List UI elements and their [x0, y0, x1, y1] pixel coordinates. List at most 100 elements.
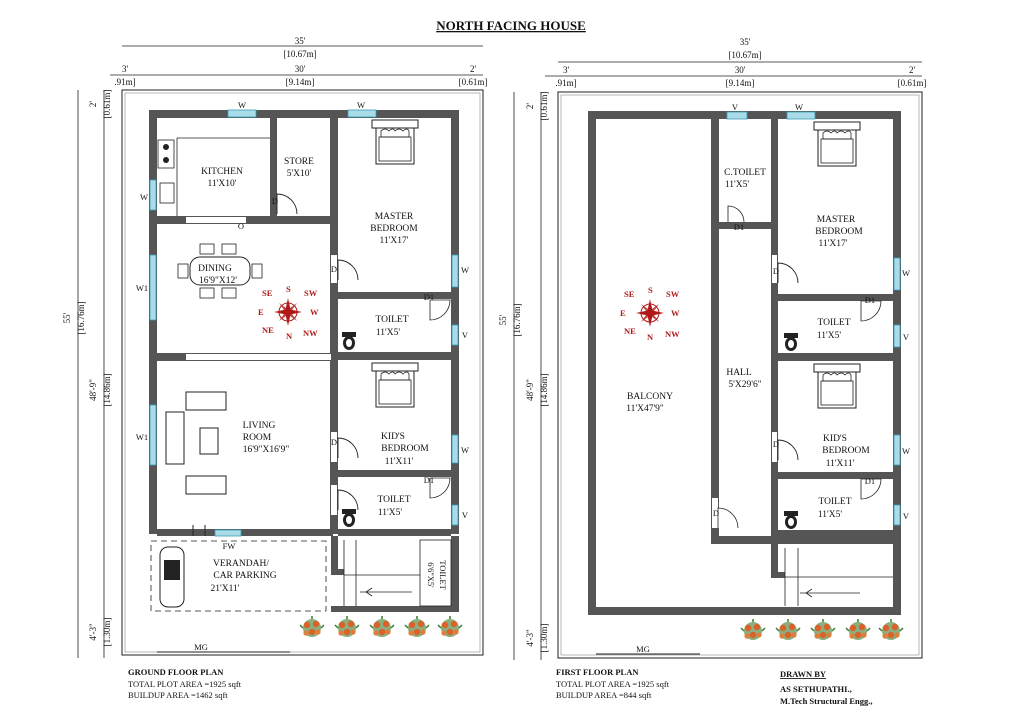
dim-inner-width-m: [9.14m] — [726, 78, 755, 88]
plant-icon — [404, 615, 430, 638]
window-marker: V — [462, 330, 469, 340]
kids-bedroom-label: KID'S — [823, 434, 847, 444]
store-size: 5'X10' — [287, 169, 312, 179]
door-marker: D — [713, 508, 719, 518]
dim-total-height: 55' — [498, 314, 508, 325]
dim-inner-height: 48'-9" — [88, 379, 98, 401]
dim-inner-width-m: [9.14m] — [286, 77, 315, 87]
ground-plan-label: GROUND FLOOR PLAN — [128, 667, 224, 677]
ground-plot-area: TOTAL PLOT AREA =1925 sqft — [128, 679, 242, 689]
window-marker: V — [903, 332, 910, 342]
bed-icon — [371, 119, 419, 165]
dim-left-setback-m: .91m] — [114, 77, 135, 87]
toilet-size: 11'X5' — [817, 331, 841, 341]
kids-bedroom-label-2: BEDROOM — [822, 446, 870, 456]
window-marker: W — [795, 102, 803, 112]
door-marker: D1 — [734, 222, 744, 232]
compass-e: E — [258, 307, 264, 317]
verandah-label: VERANDAH/ — [213, 559, 269, 569]
compass-s: S — [648, 285, 653, 295]
door-marker: D — [331, 264, 337, 274]
compass-se: SE — [262, 288, 273, 298]
living-label-2: ROOM — [243, 433, 272, 443]
dim-right-setback-m: [0.61m] — [898, 78, 927, 88]
dim-bottom-setback-m: [1.30m] — [539, 624, 549, 653]
dim-bottom-setback-m: [1.30m] — [102, 618, 112, 647]
hall-size: 5'X29'6" — [728, 380, 761, 390]
compass-n: N — [647, 332, 654, 342]
credits-heading: DRAWN BY — [780, 669, 826, 679]
compass-icon — [273, 297, 303, 327]
dim-total-width: 35' — [740, 37, 751, 47]
toilet2-label: TOILET — [377, 495, 410, 505]
compass-icon — [635, 298, 665, 328]
plant-icon — [299, 615, 325, 638]
verandah-size: 21'X11' — [211, 584, 240, 594]
plant-icon — [334, 615, 360, 638]
compass-s: S — [286, 284, 291, 294]
master-bedroom-size: 11'X17' — [380, 236, 409, 246]
hall-label: HALL — [726, 368, 752, 378]
main-gate-label: MG — [194, 642, 208, 652]
dim-inner-height-m: [14.86m] — [539, 373, 549, 406]
dim-inner-height-m: [14.86m] — [102, 373, 112, 406]
dining-label: DINING — [198, 264, 232, 274]
dining-size: 16'9"X12' — [199, 276, 237, 286]
dim-inner-width: 30' — [735, 65, 746, 75]
compass-se: SE — [624, 289, 635, 299]
dim-right-setback: 2' — [470, 64, 477, 74]
verandah-label-2: CAR PARKING — [213, 571, 276, 581]
toilet2-size: 11'X5' — [818, 510, 842, 520]
window-marker: W — [902, 446, 910, 456]
first-plan-label: FIRST FLOOR PLAN — [556, 667, 639, 677]
ground-floor-plan: 35' [10.67m] 3' .91m] 30' [9.14m] 2' [0.… — [62, 36, 487, 700]
door-marker: D — [272, 196, 278, 206]
door-marker: D — [331, 437, 337, 447]
stair-toilet-label: TOILET — [438, 560, 448, 590]
door-marker: O — [238, 221, 244, 231]
kitchen-size: 11'X10' — [208, 179, 237, 189]
toilet2-label: TOILET — [818, 497, 851, 507]
plant-icon — [369, 615, 395, 638]
master-bedroom-size: 11'X17' — [819, 239, 848, 249]
compass-nw: NW — [303, 328, 318, 338]
dim-left-setback: 3' — [122, 64, 129, 74]
dim-total-width-m: [10.67m] — [283, 49, 316, 59]
front-window-label: FW — [223, 541, 236, 551]
kids-bedroom-label: KID'S — [381, 432, 405, 442]
ground-buildup-area: BUILDUP AREA =1462 sqft — [128, 690, 228, 700]
window-marker: W — [461, 265, 469, 275]
toilet-icon — [784, 511, 798, 529]
dim-right-setback-m: [0.61m] — [459, 77, 488, 87]
plant-icon — [775, 618, 801, 641]
dim-total-height: 55' — [62, 312, 72, 323]
dim-bottom-setback: 4'-3" — [525, 629, 535, 647]
master-bedroom-label: MASTER — [375, 212, 414, 222]
window-marker: V — [732, 102, 739, 112]
window-marker: W1 — [136, 432, 148, 442]
dim-left-setback: 3' — [563, 65, 570, 75]
door-marker: D1 — [424, 292, 434, 302]
plant-icon — [437, 615, 463, 638]
window-marker: W1 — [136, 283, 148, 293]
toilet-icon — [342, 332, 356, 350]
store-label: STORE — [284, 157, 314, 167]
dim-top-setback-m: [0.61m] — [539, 92, 549, 121]
stair-toilet-size: 6'6"X5' — [426, 562, 436, 588]
credits-name: AS SETHUPATHI., — [780, 684, 852, 694]
first-floor-plan: 35' [10.67m] 3' .91m] 30' [9.14m] 2' [0.… — [498, 37, 926, 700]
door-marker: D1 — [424, 475, 434, 485]
dim-total-width: 35' — [295, 36, 306, 46]
bed-icon — [371, 362, 419, 408]
door-marker: D — [773, 266, 779, 276]
compass-sw: SW — [666, 289, 680, 299]
door-marker: D1 — [865, 476, 875, 486]
master-bedroom-label-2: BEDROOM — [815, 227, 863, 237]
first-buildup-area: BUILDUP AREA =844 sqft — [556, 690, 652, 700]
kitchen-label: KITCHEN — [201, 167, 243, 177]
kids-bedroom-size: 11'X11' — [826, 459, 855, 469]
common-toilet-size: 11'X5' — [725, 180, 749, 190]
dim-total-height-m: [16.76m] — [76, 301, 86, 334]
dim-bottom-setback: 4'-3" — [88, 623, 98, 641]
